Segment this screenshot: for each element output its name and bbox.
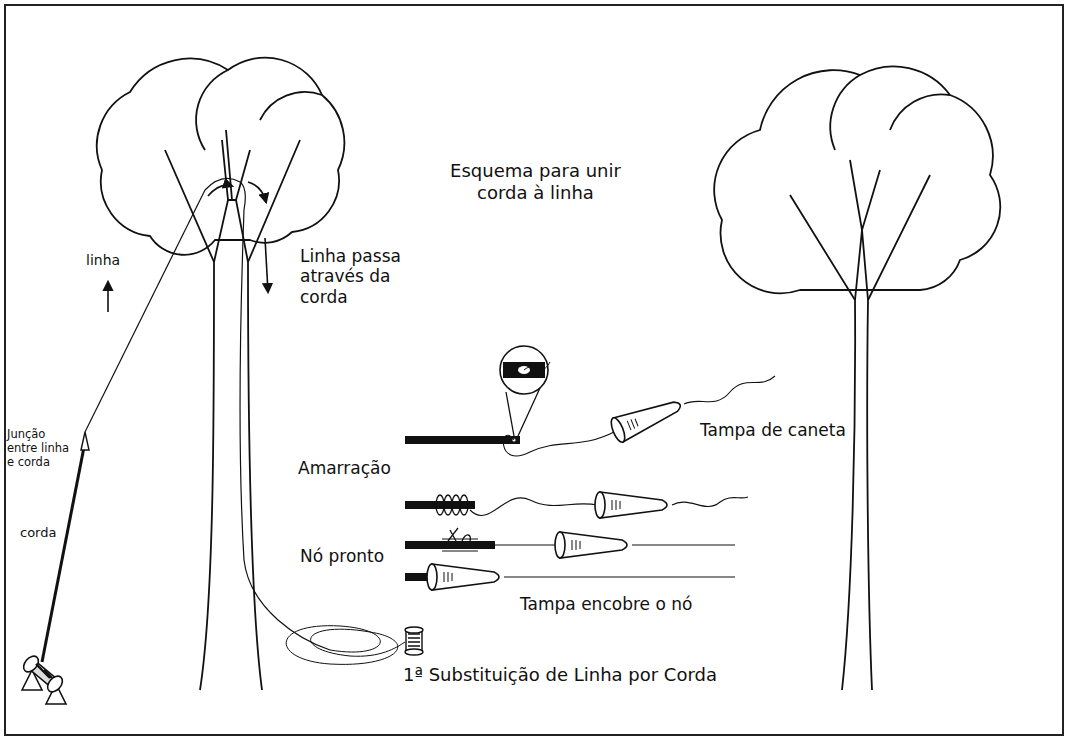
line-coils xyxy=(286,626,405,665)
down-arrow xyxy=(265,238,268,292)
label: corda xyxy=(20,525,56,541)
label: Tampa de caneta xyxy=(700,420,846,440)
scheme-row-4 xyxy=(405,564,735,590)
left-tree xyxy=(97,58,345,690)
branch-arrow xyxy=(208,185,232,196)
scheme-row-3 xyxy=(405,528,735,558)
label: Esquema para unir corda à linha xyxy=(428,160,643,203)
line xyxy=(85,190,205,432)
label: Amarração xyxy=(298,458,391,478)
up-arrow xyxy=(107,282,109,312)
scheme-row-2 xyxy=(405,492,748,518)
rope xyxy=(42,442,85,662)
frame xyxy=(5,5,1063,735)
branch-arrow xyxy=(248,182,266,202)
line-spool xyxy=(405,627,423,655)
caption: 1ª Substituição de Linha por Corda xyxy=(403,664,717,686)
junction xyxy=(81,432,89,450)
label: Linha passa através da corda xyxy=(300,246,440,307)
label: Junção entre linha e corda xyxy=(7,428,75,469)
label: Tampa encobre o nó xyxy=(520,594,692,614)
label: linha xyxy=(86,252,120,269)
label: Nó pronto xyxy=(300,546,384,566)
right-tree xyxy=(714,66,1000,690)
